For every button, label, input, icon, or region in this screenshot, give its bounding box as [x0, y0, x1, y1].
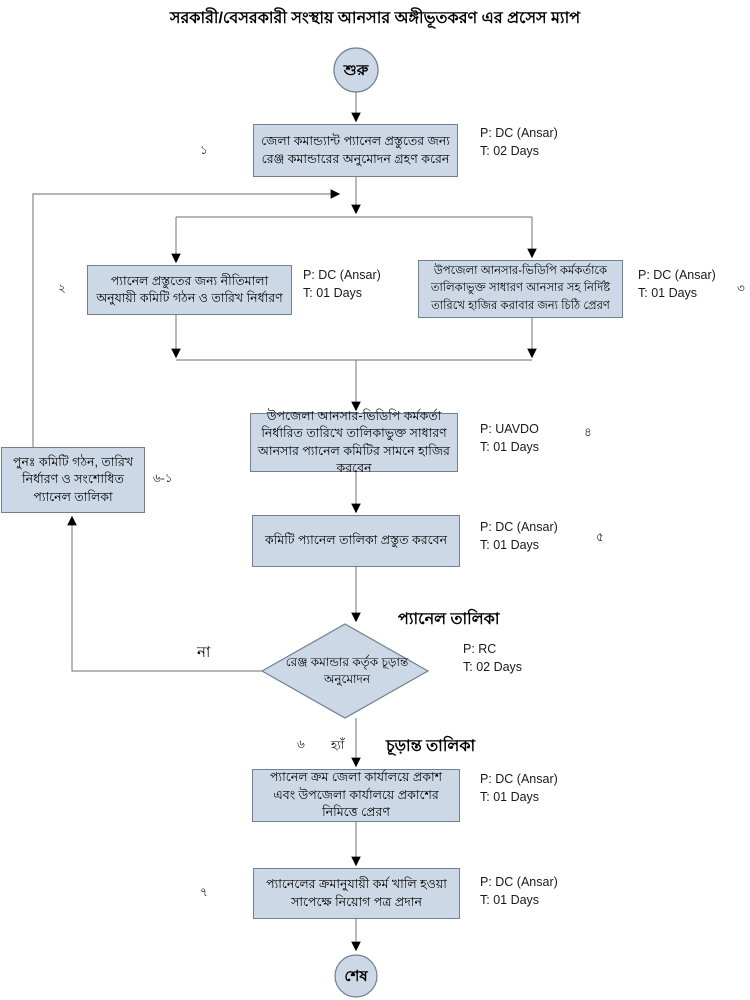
process-step-6: প্যানেল ক্রম জেলা কার্যালয়ে প্রকাশ এবং …	[252, 769, 460, 822]
annotation-time: T: 01 Days	[303, 286, 363, 300]
step-number-3: ৩	[737, 281, 745, 295]
annotation-step-5: P: DC (Ansar) T: 01 Days	[480, 518, 558, 554]
annotation-performer: P: DC (Ansar)	[638, 268, 716, 282]
process-step-4: উপজেলা আনসার-ভিডিপি কর্মকর্তা নির্ধারিত …	[250, 409, 458, 475]
step-number-7: ৭	[200, 885, 208, 899]
step-number-4: ৪	[584, 425, 592, 439]
annotation-performer: P: DC (Ansar)	[480, 875, 558, 889]
annotation-time: T: 01 Days	[480, 893, 540, 907]
annotation-step-7: P: DC (Ansar) T: 01 Days	[480, 873, 558, 909]
decision-diamond-shape	[260, 623, 430, 719]
no-path-label: না	[197, 644, 211, 661]
annotation-performer: P: DC (Ansar)	[480, 520, 558, 534]
step-number-2: ২	[58, 281, 66, 295]
annotation-time: T: 01 Days	[480, 440, 540, 454]
start-terminal-shape	[333, 47, 379, 93]
annotation-time: T: 01 Days	[480, 790, 540, 804]
annotation-step-1: P: DC (Ansar) T: 02 Days	[480, 124, 558, 160]
annotation-time: T: 02 Days	[480, 144, 540, 158]
start-terminal-label: শুরু	[343, 62, 369, 79]
annotation-performer: P: UAVDO	[480, 422, 539, 436]
final-list-label: চূড়ান্ত তালিকা	[386, 738, 476, 755]
annotation-performer: P: DC (Ansar)	[480, 772, 558, 786]
step-number-1: ১	[200, 143, 208, 157]
yes-path-label: হ্যাঁ	[331, 738, 345, 752]
annotation-performer: P: DC (Ansar)	[303, 268, 381, 282]
annotation-time: T: 01 Days	[480, 538, 540, 552]
annotation-step-2: P: DC (Ansar) T: 01 Days	[303, 266, 381, 302]
annotation-performer: P: DC (Ansar)	[480, 126, 558, 140]
annotation-performer: P: RC	[463, 642, 497, 656]
page-title: সরকারী/বেসরকারী সংস্থায় আনসার অঙ্গীভূতক…	[169, 10, 581, 27]
step-number-6: ৬	[297, 737, 305, 751]
process-step-2: প্যানেল প্রস্তুতের জন্য নীতিমালা অনুযায়…	[87, 265, 292, 315]
arrow-rework-to-mainline	[32, 189, 341, 447]
panel-list-label: প্যানেল তালিকা	[398, 611, 500, 628]
process-step-1: জেলা কমান্ড্যান্ট প্যানেল প্রস্তুতের জন্…	[253, 124, 458, 177]
annotation-decision: P: RC T: 02 Days	[463, 640, 522, 676]
step-number-5: ৫	[596, 530, 604, 544]
annotation-step-6: P: DC (Ansar) T: 01 Days	[480, 770, 558, 806]
process-step-7: প্যানেলের ক্রমানুযায়ী কর্ম খালি হওয়া স…	[253, 868, 460, 919]
arrow-decision-no-to-rework	[67, 515, 262, 672]
decision-label: রেঞ্জ কমান্ডার কর্তৃক চূড়ান্ত অনুমোদন	[285, 654, 409, 686]
annotation-step-3: P: DC (Ansar) T: 01 Days	[638, 266, 716, 302]
end-terminal-label: শেষ	[344, 968, 368, 985]
step-number-6-1: ৬-১	[153, 471, 173, 485]
end-terminal-shape	[334, 954, 378, 998]
annotation-time: T: 01 Days	[638, 286, 698, 300]
rework-step: পুনঃ কমিটি গঠন, তারিখ নির্ধারণ ও সংশোধিত…	[1, 447, 145, 513]
annotation-time: T: 02 Days	[463, 660, 523, 674]
process-step-5: কমিটি প্যানেল তালিকা প্রস্তুত করবেন	[252, 515, 460, 567]
process-step-3: উপজেলা আনসার-ভিডিপি কর্মকর্তাকে তালিকাভু…	[418, 260, 623, 318]
annotation-step-4: P: UAVDO T: 01 Days	[480, 420, 539, 456]
